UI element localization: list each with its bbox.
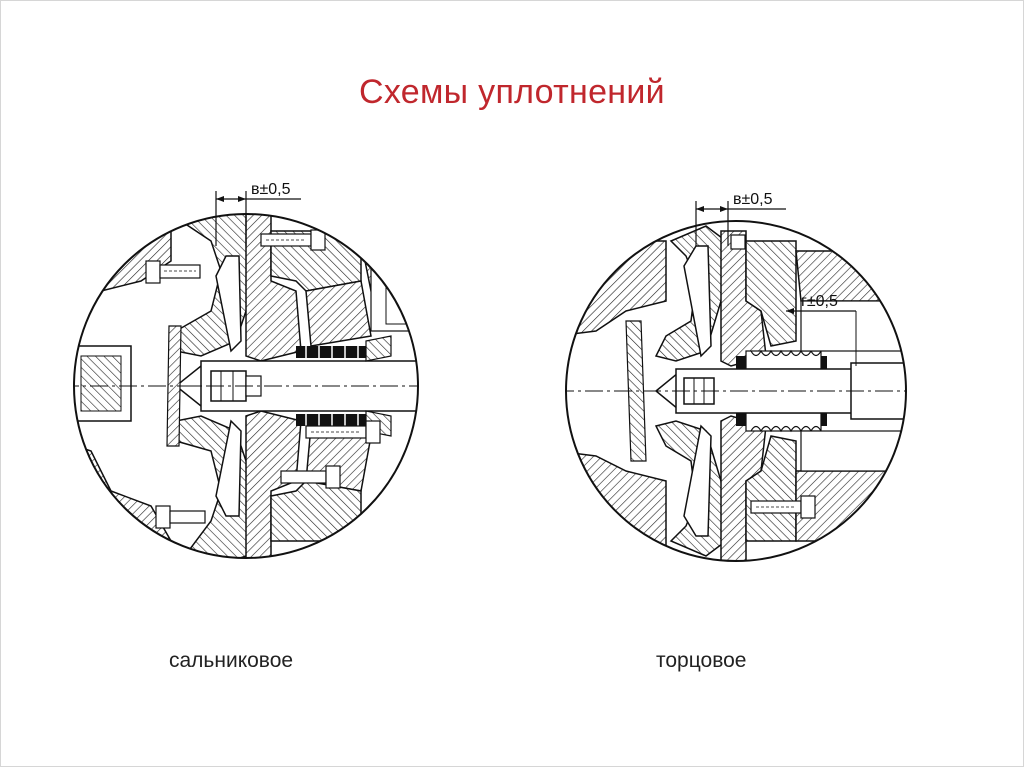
caption-gland-seal: сальниковое xyxy=(169,649,294,672)
packing-rings-lower xyxy=(296,414,366,426)
dimension-b-label: в±0,5 xyxy=(733,191,773,208)
caption-face-seal: торцовое xyxy=(656,649,747,672)
dimension-g: г±0,5 xyxy=(786,293,857,366)
diagram-face-seal: в±0,5 г±0,5 xyxy=(556,171,936,571)
dimension-b: в±0,5 xyxy=(695,191,786,246)
gland-seal-section xyxy=(74,214,418,558)
bolts xyxy=(730,234,816,519)
face-seal-section xyxy=(566,225,906,561)
bolts-upper xyxy=(145,229,326,284)
packing-rings-upper xyxy=(296,346,366,358)
dimension-b: в±0,5 xyxy=(215,181,301,246)
dimension-b-label: в±0,5 xyxy=(251,181,291,198)
dimension-g-label: г±0,5 xyxy=(801,293,838,310)
bolts-lower xyxy=(155,420,381,529)
diagram-gland-seal: в±0,5 xyxy=(61,161,451,561)
slide-title: Схемы уплотнений xyxy=(359,73,665,111)
gland-seal-drawing: в±0,5 xyxy=(73,181,419,559)
detail-circle xyxy=(565,220,907,562)
face-seal-drawing: в±0,5 г±0,5 xyxy=(565,191,907,562)
